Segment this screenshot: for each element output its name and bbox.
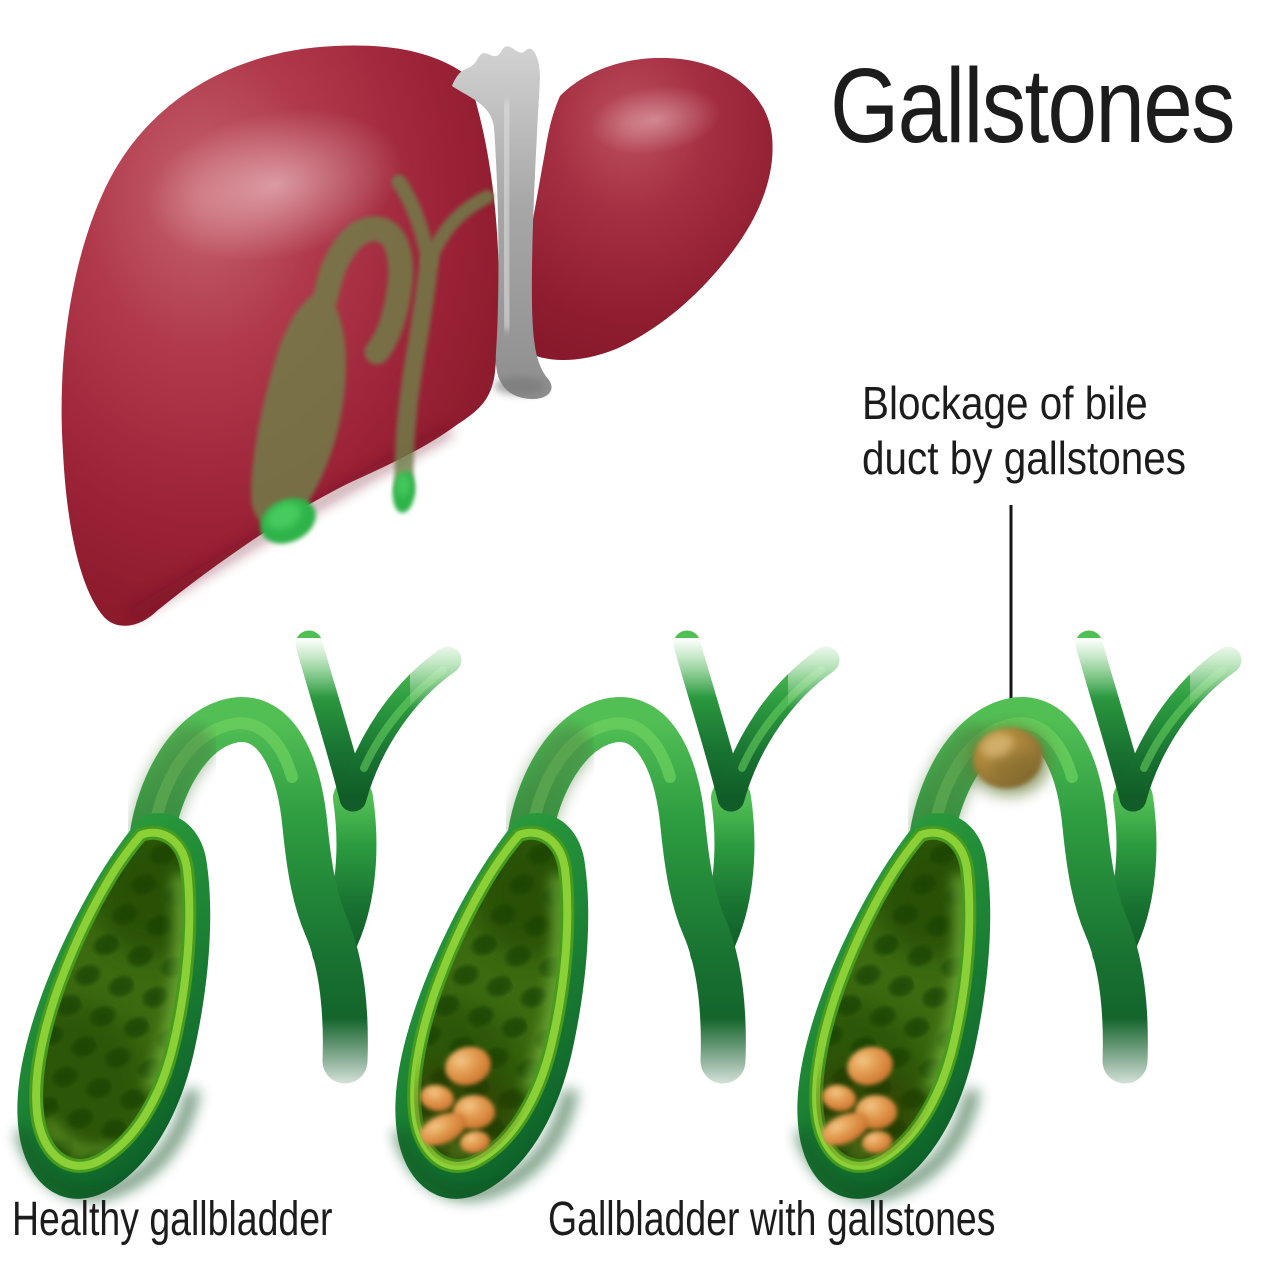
common-bile-duct-tip	[392, 471, 416, 513]
figure-title: Gallstones	[830, 47, 1236, 165]
caption-gallbladder-with-gallstones: Gallbladder with gallstones	[548, 1193, 996, 1246]
gallbladder-fundus-tip	[260, 498, 316, 544]
liver-illustration	[61, 45, 773, 626]
falciform-ligament	[452, 46, 552, 400]
blockage-annotation: Blockage of bile duct by gallstones	[862, 376, 1186, 486]
panel-gallbladder-blocked-duct	[772, 638, 1256, 1199]
gallbladder-through-liver	[250, 174, 494, 529]
caption-healthy-gallbladder: Healthy gallbladder	[12, 1193, 333, 1246]
annotation-line-1: Blockage of bile	[862, 377, 1148, 429]
annotation-line-2: duct by gallstones	[862, 432, 1187, 485]
blocking-gallstone	[966, 723, 1052, 797]
